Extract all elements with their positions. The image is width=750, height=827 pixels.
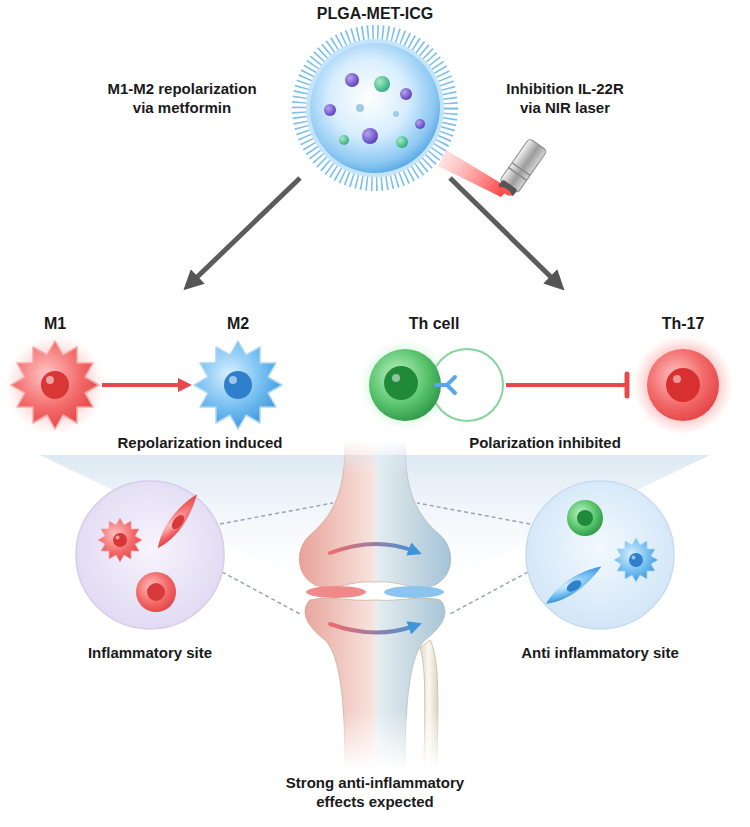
node-label: Th-17 [662,314,705,333]
cell-node: Th cell [362,314,506,430]
circle-shape [647,349,719,421]
cell-node: M1 [8,314,102,430]
circle-shape [362,128,378,144]
annotation-label: M1-M2 repolarization via metformin [97,80,267,118]
site-circle: Anti inflammatory site [500,478,700,662]
g-shape [495,138,547,199]
circle-shape [384,366,418,400]
circle-shape [567,500,603,536]
ellipse-shape [306,586,366,598]
path-shape [330,624,414,633]
flow-arrows [330,544,414,633]
circle-shape [300,33,450,183]
circle-shape [431,349,503,421]
node-label: M1 [44,314,66,333]
circle-shape [345,73,359,87]
arrow-head [178,378,192,392]
circle-shape [5,335,105,435]
line-shape [417,503,530,524]
annotation-label: Strong anti-inflammatory effects expecte… [265,774,485,812]
cell-node: Th-17 [635,314,731,430]
circle-shape [310,43,440,173]
circle-shape [147,583,165,601]
path-shape [420,640,438,768]
circle-shape [324,104,336,116]
path-shape [436,377,455,393]
circle-shape [392,374,400,382]
connector-line [506,383,627,387]
knee-joint [290,440,460,770]
cells [5,335,733,435]
use-shape [540,565,607,605]
line-shape [220,503,333,524]
circle-shape [673,375,681,383]
ellipse-shape [498,185,512,197]
line-shape [222,572,300,614]
nanoparticle-node: PLGA-MET-ICG [290,4,460,190]
node-label: Anti inflammatory site [521,644,679,662]
circle-shape [76,481,224,629]
use-shape [614,538,658,582]
annotation-label: Polarization inhibited [455,434,635,453]
circle-shape [633,335,733,435]
path-shape [330,544,414,553]
circle-shape [396,136,408,148]
circle-shape [666,368,700,402]
inhibition-bar [625,374,630,396]
circle-shape [577,510,593,526]
use-shape [11,341,99,429]
circle-shape [339,135,349,145]
circle-shape [374,76,390,92]
node-label: Th cell [409,314,460,333]
circle-shape [526,481,674,629]
line-shape [450,178,556,282]
circle-shape [393,111,399,117]
circle-shape [369,349,441,421]
line-shape [509,168,527,181]
node-label: Inflammatory site [88,644,212,662]
connector [506,374,627,396]
connector [102,378,192,392]
nir-laser [438,138,547,199]
use-shape [147,493,209,549]
node-label: M2 [227,314,249,333]
site-circle: Inflammatory site [70,478,230,662]
circle-shape [400,88,412,100]
line-shape [512,163,530,176]
g-shape [290,440,460,770]
circle-shape [136,572,176,612]
use-shape [194,341,282,429]
grey-arrows [192,178,556,282]
polygon-shape [438,150,509,197]
rect-shape [290,440,375,770]
annotation-label: Repolarization induced [110,434,290,453]
nanoparticle [300,33,450,183]
circle-shape [356,104,364,112]
use-shape [98,518,142,562]
circle-shape [415,119,425,129]
ellipse-shape [384,586,444,598]
node-label: PLGA-MET-ICG [317,4,433,23]
annotation-label: Inhibition IL-22R via NIR laser [495,80,635,118]
rect-shape [375,440,460,770]
circle-shape [306,39,444,177]
rect-shape [498,179,517,196]
line-shape [450,572,528,614]
connector-line [102,383,180,387]
cell-node: M2 [192,314,284,430]
line-shape [192,178,300,282]
